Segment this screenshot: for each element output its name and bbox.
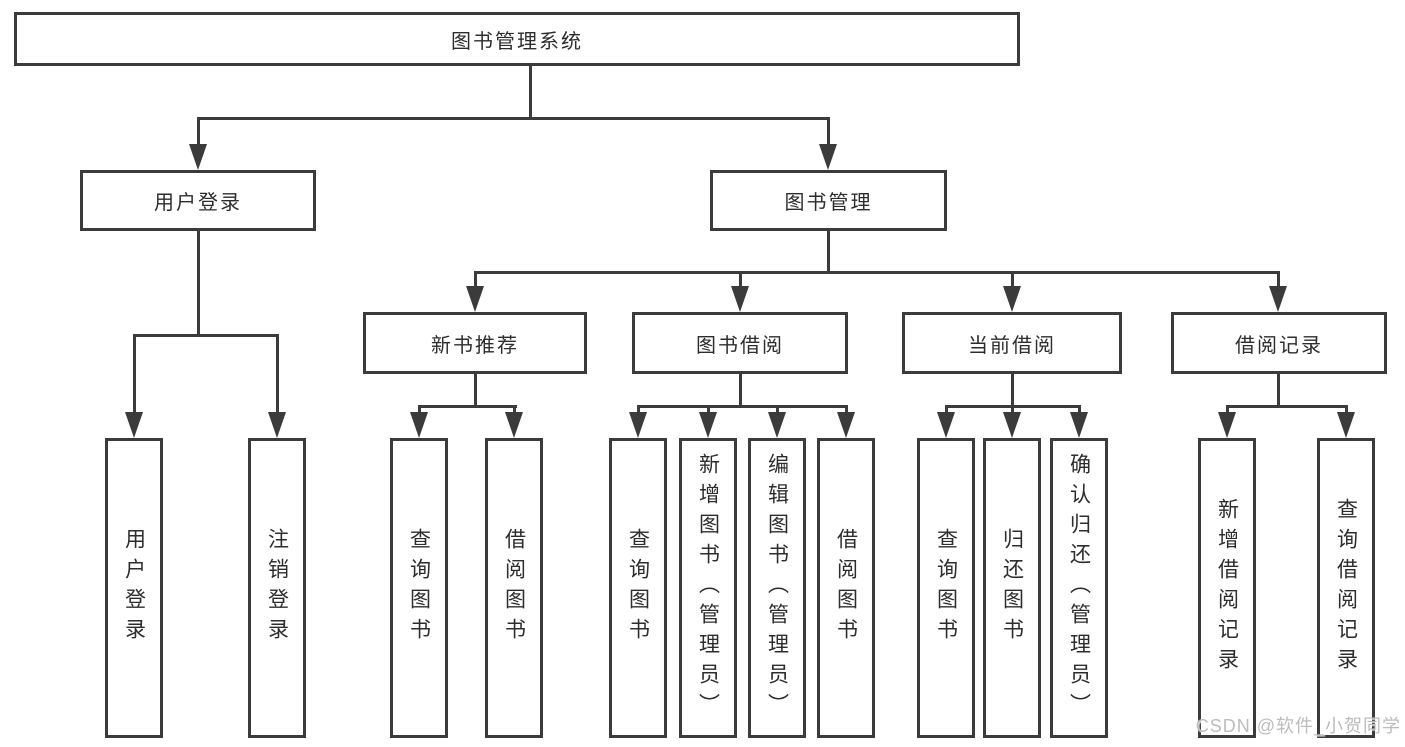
- connector-line: [1226, 405, 1229, 414]
- arrow-down-icon: [1337, 412, 1355, 438]
- connector-line: [707, 405, 710, 414]
- connector-line: [197, 117, 830, 120]
- leaf-query-borrow-record-label: 查询借阅记录: [1334, 498, 1358, 678]
- leaf-user-login-label: 用户登录: [122, 528, 146, 648]
- leaf-user-login: 用户登录: [105, 438, 163, 738]
- connector-line: [1011, 405, 1014, 414]
- arrow-down-icon: [1269, 286, 1287, 312]
- node-borrow-record: 借阅记录: [1171, 312, 1387, 374]
- connector-line: [1078, 405, 1081, 414]
- node-book-management-label: 图书管理: [784, 192, 873, 214]
- arrow-down-icon: [1003, 412, 1021, 438]
- leaf-query-books-recommend-label: 查询图书: [407, 528, 431, 648]
- arrow-down-icon: [466, 286, 484, 312]
- node-user-login: 用户登录: [80, 170, 316, 231]
- leaf-add-borrow-record: 新增借阅记录: [1198, 438, 1256, 738]
- leaf-query-books-borrow: 查询图书: [609, 438, 667, 738]
- arrow-down-icon: [937, 412, 955, 438]
- connector-line: [474, 271, 1280, 274]
- node-user-login-label: 用户登录: [154, 192, 242, 214]
- leaf-logout-login: 注销登录: [248, 438, 306, 738]
- leaf-borrow-books-label: 借阅图书: [834, 528, 858, 648]
- arrow-down-icon: [410, 412, 428, 438]
- connector-line: [827, 231, 830, 273]
- arrow-down-icon: [837, 412, 855, 438]
- leaf-query-books-current: 查询图书: [917, 438, 975, 738]
- connector-line: [418, 405, 517, 408]
- connector-line: [133, 334, 279, 337]
- connector-line: [945, 405, 948, 414]
- connector-line: [529, 64, 532, 119]
- node-current-borrow: 当前借阅: [902, 312, 1122, 374]
- leaf-confirm-return-admin-label: 确认归还（管理员）: [1067, 453, 1091, 723]
- connector-line: [133, 334, 136, 413]
- connector-line: [418, 405, 421, 414]
- connector-line: [197, 117, 200, 146]
- leaf-return-book-label: 归还图书: [1000, 528, 1024, 648]
- arrow-down-icon: [768, 412, 786, 438]
- leaf-edit-book-admin-label: 编辑图书（管理员）: [765, 453, 789, 723]
- connector-line: [474, 271, 477, 287]
- leaf-add-borrow-record-label: 新增借阅记录: [1215, 498, 1239, 678]
- leaf-add-book-admin-label: 新增图书（管理员）: [696, 453, 720, 723]
- connector-line: [1277, 374, 1280, 407]
- connector-line: [776, 405, 779, 414]
- leaf-query-borrow-record: 查询借阅记录: [1317, 438, 1375, 738]
- node-root: 图书管理系统: [14, 12, 1020, 66]
- connector-line: [474, 374, 477, 407]
- arrow-down-icon: [1218, 412, 1236, 438]
- connector-line: [276, 334, 279, 413]
- csdn-watermark: CSDN @软件_小贺同学: [1195, 716, 1401, 736]
- connector-line: [739, 374, 742, 407]
- connector-line: [827, 117, 830, 146]
- leaf-add-book-admin: 新增图书（管理员）: [679, 438, 737, 738]
- leaf-edit-book-admin: 编辑图书（管理员）: [748, 438, 806, 738]
- connector-line: [1011, 374, 1014, 407]
- arrow-down-icon: [629, 412, 647, 438]
- arrow-down-icon: [731, 286, 749, 312]
- node-root-label: 图书管理系统: [451, 30, 583, 53]
- arrow-down-icon: [268, 412, 286, 438]
- node-new-book-recommend-label: 新书推荐: [431, 334, 519, 357]
- connector-line: [739, 271, 742, 287]
- arrow-down-icon: [1003, 286, 1021, 312]
- connector-line: [637, 405, 848, 408]
- connector-line: [1011, 271, 1014, 287]
- node-book-borrow-label: 图书借阅: [696, 334, 784, 357]
- leaf-return-book: 归还图书: [983, 438, 1041, 738]
- arrow-down-icon: [699, 412, 717, 438]
- leaf-logout-login-label: 注销登录: [265, 528, 289, 648]
- connector-line: [637, 405, 640, 414]
- connector-line: [1226, 405, 1348, 408]
- leaf-confirm-return-admin: 确认归还（管理员）: [1050, 438, 1108, 738]
- arrow-down-icon: [189, 144, 207, 170]
- connector-line: [1277, 271, 1280, 287]
- arrow-down-icon: [1070, 412, 1088, 438]
- arrow-down-icon: [505, 412, 523, 438]
- node-current-borrow-label: 当前借阅: [968, 334, 1056, 357]
- node-borrow-record-label: 借阅记录: [1235, 334, 1323, 357]
- leaf-query-books-current-label: 查询图书: [934, 528, 958, 648]
- connector-line: [845, 405, 848, 414]
- connector-line: [197, 231, 200, 336]
- leaf-query-books-borrow-label: 查询图书: [626, 528, 650, 648]
- leaf-borrow-books: 借阅图书: [817, 438, 875, 738]
- leaf-borrow-books-recommend: 借阅图书: [485, 438, 543, 738]
- node-book-borrow: 图书借阅: [632, 312, 848, 374]
- leaf-borrow-books-recommend-label: 借阅图书: [502, 528, 526, 648]
- leaf-query-books-recommend: 查询图书: [390, 438, 448, 738]
- node-new-book-recommend: 新书推荐: [363, 312, 587, 374]
- arrow-down-icon: [819, 144, 837, 170]
- arrow-down-icon: [125, 412, 143, 438]
- connector-line: [513, 405, 516, 414]
- node-book-management: 图书管理: [710, 170, 947, 231]
- connector-line: [1345, 405, 1348, 414]
